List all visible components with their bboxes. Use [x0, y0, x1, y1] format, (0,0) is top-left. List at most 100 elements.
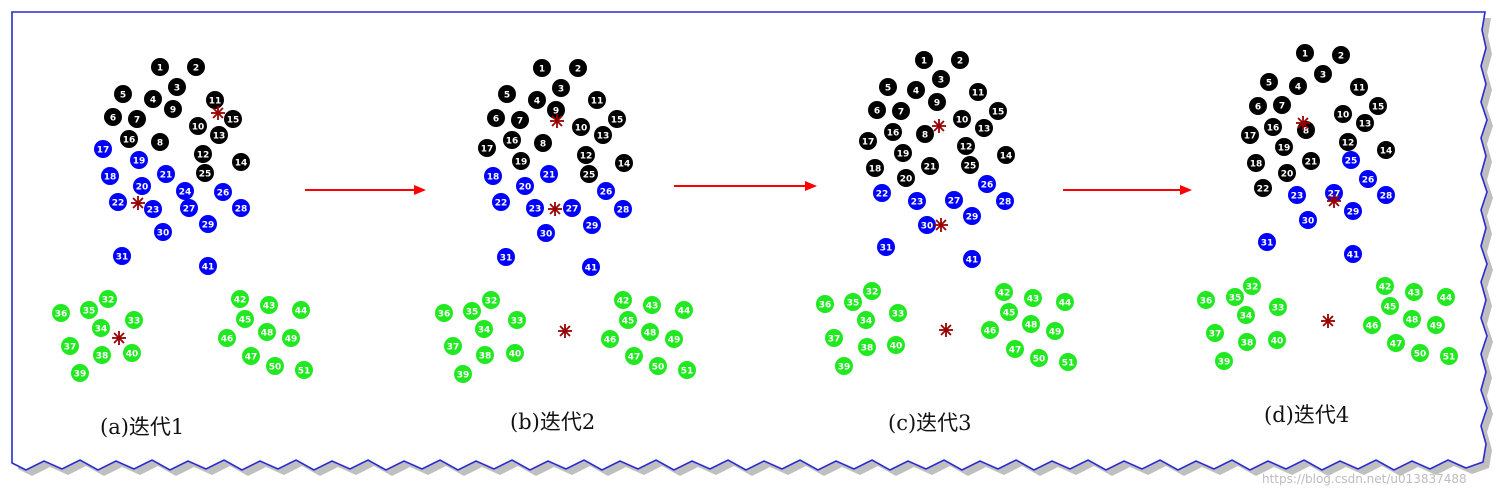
- point-43: 43: [1024, 289, 1042, 307]
- point-35: 35: [844, 293, 862, 311]
- point-label: 16: [887, 128, 900, 138]
- point-label: 6: [493, 114, 499, 124]
- point-marker: [641, 323, 659, 341]
- point-41: 41: [582, 258, 600, 276]
- point-marker: [144, 90, 162, 108]
- point-26: 26: [214, 183, 232, 201]
- point-label: 38: [96, 351, 109, 361]
- point-marker: [961, 156, 979, 174]
- point-label: 32: [866, 287, 879, 297]
- point-label: 24: [179, 187, 192, 197]
- point-label: 25: [583, 170, 596, 180]
- point-label: 11: [972, 88, 985, 98]
- point-marker: [569, 59, 587, 77]
- point-46: 46: [218, 329, 236, 347]
- point-label: 15: [1372, 102, 1385, 112]
- point-37: 37: [444, 337, 462, 355]
- point-15: 15: [608, 110, 626, 128]
- point-5: 5: [879, 78, 897, 96]
- point-25: 25: [961, 156, 979, 174]
- point-12: 12: [957, 137, 975, 155]
- point-marker: [921, 157, 939, 175]
- point-marker: [873, 184, 891, 202]
- point-marker: [526, 199, 544, 217]
- point-marker: [908, 192, 926, 210]
- point-2: 2: [951, 51, 969, 69]
- point-label: 41: [966, 255, 979, 265]
- point-37: 37: [825, 329, 843, 347]
- point-label: 30: [921, 221, 934, 231]
- point-marker: [1296, 44, 1314, 62]
- point-label: 1: [921, 56, 927, 66]
- point-label: 37: [1209, 329, 1222, 339]
- point-label: 29: [966, 212, 979, 222]
- point-label: 35: [466, 307, 479, 317]
- point-label: 14: [235, 158, 248, 168]
- centroid-star-icon-3: [112, 331, 126, 345]
- point-label: 41: [1347, 250, 1360, 260]
- point-marker: [498, 85, 516, 103]
- point-label: 15: [227, 115, 240, 125]
- point-13: 13: [1356, 114, 1374, 132]
- point-label: 45: [239, 315, 252, 325]
- point-marker: [484, 167, 502, 185]
- point-label: 13: [597, 131, 610, 141]
- point-10: 10: [572, 118, 590, 136]
- point-marker: [1243, 277, 1261, 295]
- point-label: 51: [681, 366, 694, 376]
- point-8: 8: [916, 125, 934, 143]
- point-1: 1: [151, 58, 169, 76]
- point-48: 48: [1403, 310, 1421, 328]
- point-10: 10: [189, 117, 207, 135]
- point-marker: [583, 216, 601, 234]
- point-label: 44: [295, 306, 308, 316]
- point-45: 45: [1381, 297, 1399, 315]
- point-18: 18: [101, 167, 119, 185]
- point-label: 36: [55, 309, 68, 319]
- point-25: 25: [580, 165, 598, 183]
- point-label: 40: [509, 349, 522, 359]
- point-marker: [892, 102, 910, 120]
- point-label: 36: [1200, 296, 1213, 306]
- point-51: 51: [678, 361, 696, 379]
- point-30: 30: [537, 224, 555, 242]
- point-21: 21: [921, 157, 939, 175]
- point-marker: [157, 165, 175, 183]
- point-10: 10: [1334, 105, 1352, 123]
- point-label: 41: [202, 262, 215, 272]
- point-label: 20: [136, 182, 149, 192]
- point-36: 36: [1197, 291, 1215, 309]
- point-marker: [508, 311, 526, 329]
- point-35: 35: [1226, 288, 1244, 306]
- point-marker: [1344, 245, 1362, 263]
- point-37: 37: [61, 337, 79, 355]
- point-32: 32: [99, 290, 117, 308]
- point-marker: [120, 130, 138, 148]
- point-marker: [907, 81, 925, 99]
- point-9: 9: [928, 93, 946, 111]
- point-marker: [963, 207, 981, 225]
- point-marker: [897, 169, 915, 187]
- point-marker: [133, 177, 151, 195]
- point-marker: [218, 329, 236, 347]
- point-label: 2: [957, 56, 963, 66]
- point-marker: [475, 320, 493, 338]
- point-41: 41: [963, 250, 981, 268]
- point-marker: [231, 290, 249, 308]
- point-label: 27: [566, 204, 579, 214]
- point-marker: [1275, 138, 1293, 156]
- point-label: 21: [543, 170, 556, 180]
- point-marker: [577, 146, 595, 164]
- point-7: 7: [511, 111, 529, 129]
- point-label: 2: [193, 63, 199, 73]
- point-46: 46: [1363, 316, 1381, 334]
- point-42: 42: [614, 291, 632, 309]
- point-label: 20: [900, 174, 913, 184]
- point-2: 2: [569, 59, 587, 77]
- point-21: 21: [1302, 152, 1320, 170]
- point-label: 4: [1295, 82, 1301, 92]
- point-47: 47: [625, 347, 643, 365]
- point-label: 31: [1261, 238, 1274, 248]
